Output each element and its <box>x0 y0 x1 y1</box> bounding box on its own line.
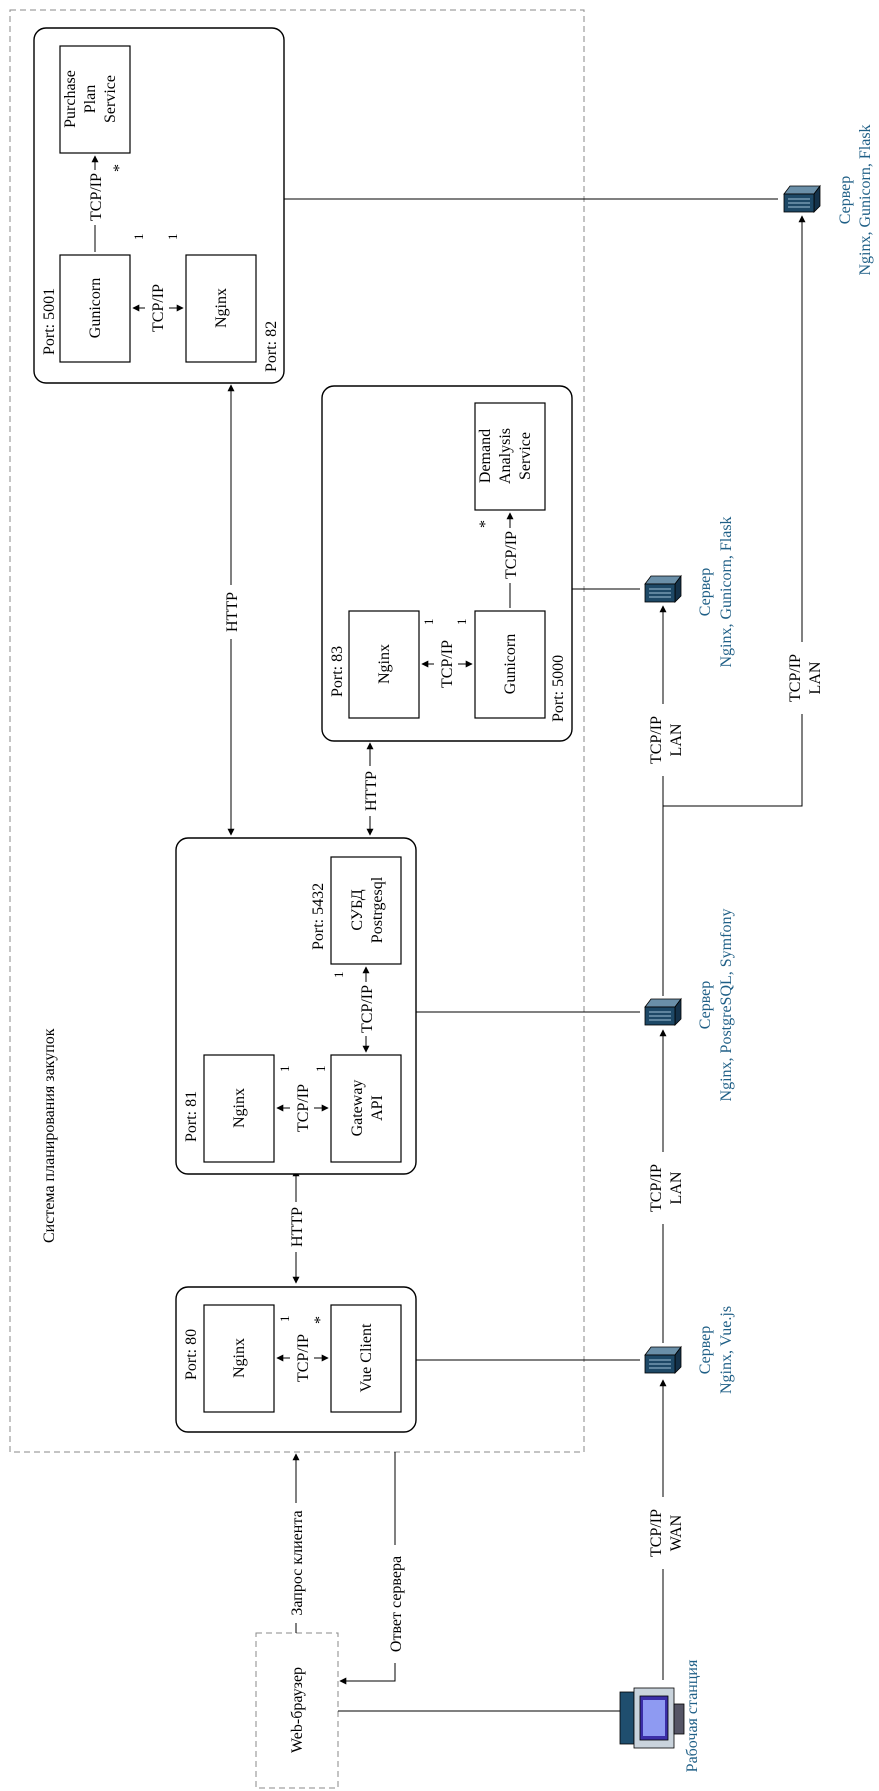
purchase-svc-tcpip-label: TCP/IP <box>88 173 105 221</box>
vue-client-label: Vue Client <box>358 1323 375 1392</box>
demand-service-label-2: Analysis <box>497 428 514 484</box>
lan1-label: LAN <box>668 1171 685 1204</box>
dbms-label-1: СУБД <box>349 889 366 930</box>
client-mult-many: * <box>312 1316 329 1324</box>
purchase-nginx-label: Nginx <box>213 288 230 328</box>
dbms-label-2: Postrgesql <box>369 876 386 943</box>
server-4-stack: Nginx, Gunicorn, Flask <box>857 124 874 275</box>
demand-tcpip-label: TCP/IP <box>439 640 456 688</box>
wan-label: WAN <box>668 1514 685 1551</box>
gateway-api-box <box>330 1054 402 1163</box>
gateway-api-label-1: Gateway <box>349 1080 366 1137</box>
purchase-service-label-3: Service <box>102 75 119 123</box>
server-icon <box>644 575 682 603</box>
purchase-mult-1a: 1 <box>131 234 146 241</box>
system-boundary <box>9 9 585 1453</box>
lan2-tcpip-label: TCP/IP <box>648 716 665 764</box>
http-client-gateway: HTTP <box>289 1207 306 1247</box>
gateway-nginx-box <box>203 1054 275 1163</box>
server-1-stack: Nginx, Vue.js <box>718 1306 735 1394</box>
purchase-service-label-1: Purchase <box>62 70 79 128</box>
demand-service-label-1: Demand <box>477 429 494 483</box>
gateway-api-label-2: API <box>369 1095 386 1121</box>
server-4-title: Сервер <box>837 176 854 225</box>
server-2-title: Сервер <box>697 981 714 1030</box>
purchase-mult-1b: 1 <box>165 234 180 241</box>
purchase-service-label-2: Plan <box>82 85 99 113</box>
purchase-nginx-port: Port: 82 <box>263 321 280 372</box>
lan2-label: LAN <box>668 723 685 756</box>
client-tcpip-label: TCP/IP <box>295 1334 312 1382</box>
demand-service-box <box>474 402 546 511</box>
web-browser-label: Web-браузер <box>289 1667 306 1753</box>
system-label: Система планирования закупок <box>41 1028 58 1243</box>
demand-service-label-3: Service <box>517 432 534 480</box>
db-tcpip-label: TCP/IP <box>359 985 376 1033</box>
server-2-stack: Nginx, PostgreSQL, Symfony <box>718 909 735 1102</box>
purchase-nginx-box <box>185 254 257 363</box>
client-port: Port: 80 <box>183 1329 200 1380</box>
demand-gunicorn-label: Gunicorn <box>502 634 519 694</box>
http-gateway-purchase: HTTP <box>224 592 241 632</box>
http-gateway-demand: HTTP <box>363 771 380 811</box>
demand-nginx-label: Nginx <box>376 644 393 684</box>
server-icon <box>644 998 682 1026</box>
dbms-port: Port: 5432 <box>310 883 327 950</box>
demand-nginx-box <box>348 610 420 719</box>
gateway-port: Port: 81 <box>183 1091 200 1142</box>
purchase-gunicorn-label: Gunicorn <box>87 278 104 338</box>
workstation-label: Рабочая станция <box>684 1659 701 1772</box>
lan3-tcpip-label: TCP/IP <box>787 654 804 702</box>
server-response-label: Ответ сервера <box>388 1556 405 1652</box>
demand-nginx-port: Port: 83 <box>329 646 346 697</box>
purchase-service-box <box>59 45 131 154</box>
demand-mult-many: * <box>477 520 494 528</box>
purchase-gunicorn-box <box>59 254 131 363</box>
lan1-tcpip-label: TCP/IP <box>648 1164 665 1212</box>
server-icon <box>644 1346 682 1374</box>
server-3-stack: Nginx, Gunicorn, Flask <box>718 516 735 667</box>
server-icon <box>783 185 821 213</box>
demand-gunicorn-port: Port: 5000 <box>550 655 567 722</box>
gateway-mult-1a: 1 <box>277 1066 292 1073</box>
client-nginx-label: Nginx <box>231 1338 248 1378</box>
demand-mult-1a: 1 <box>421 619 436 626</box>
vue-client-box <box>330 1304 402 1413</box>
client-mult-1: 1 <box>277 1316 292 1323</box>
purchase-gunicorn-port: Port: 5001 <box>41 288 58 355</box>
lan3-label: LAN <box>807 661 824 694</box>
demand-svc-tcpip-label: TCP/IP <box>503 531 520 579</box>
gateway-tcpip-label: TCP/IP <box>295 1084 312 1132</box>
web-browser-box <box>255 1632 339 1789</box>
purchase-mult-many: * <box>111 164 128 172</box>
demand-gunicorn-box <box>474 610 546 719</box>
workstation-icon <box>619 1687 685 1749</box>
dbms-box <box>330 856 402 965</box>
gateway-mult-1b: 1 <box>313 1066 328 1073</box>
gateway-nginx-label: Nginx <box>231 1088 248 1128</box>
db-mult-1: 1 <box>331 972 346 979</box>
server-1-title: Сервер <box>697 1326 714 1375</box>
purchase-tcpip-label: TCP/IP <box>150 284 167 332</box>
client-nginx-box <box>203 1304 275 1413</box>
wan-tcpip-label: TCP/IP <box>648 1509 665 1557</box>
server-3-title: Сервер <box>697 568 714 617</box>
demand-mult-1b: 1 <box>454 619 469 626</box>
client-request-label: Запрос клиента <box>289 1510 306 1615</box>
